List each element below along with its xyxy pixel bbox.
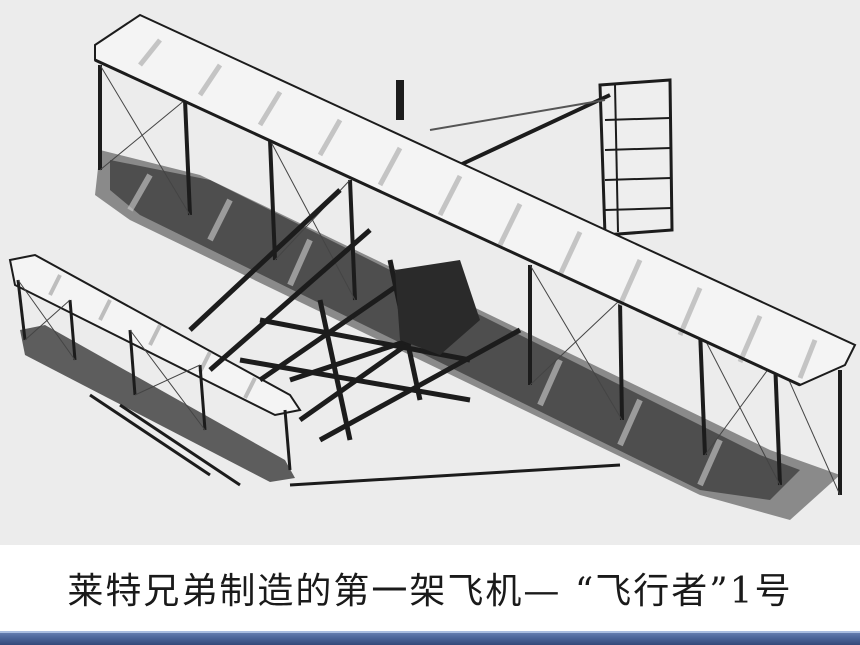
engine [395,260,480,355]
airplane-photo [0,0,860,545]
caption-bar: 莱特兄弟制造的第一架飞机— “飞行者”1号 [0,545,860,631]
caption-text: 莱特兄弟制造的第一架飞机— “飞行者”1号 [67,571,793,612]
bracing-wires [99,64,841,496]
landing-skids [89,393,621,487]
rudder [429,78,674,237]
upper-main-wing [94,13,857,387]
front-elevator [8,253,302,482]
bottom-bar-highlight [0,631,860,633]
wing-struts [98,65,842,495]
bottom-accent-bar [0,631,860,645]
wright-flyer-illustration [8,13,857,520]
center-frame [188,188,522,443]
